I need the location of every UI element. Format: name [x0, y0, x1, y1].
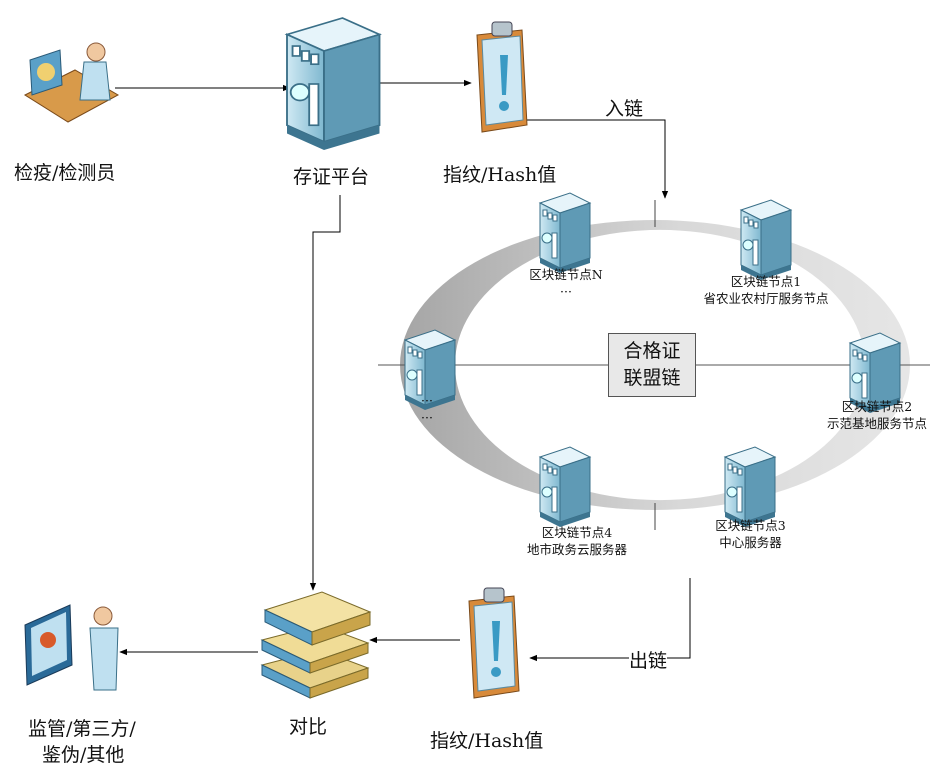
arrow-off-chain: [529, 578, 691, 662]
clipboard-hash-in-icon: [476, 21, 528, 133]
inspector-icon: [23, 42, 120, 123]
inspector-label: 检疫/检测员: [14, 162, 116, 184]
compare-label: 对比: [289, 716, 328, 738]
regulator-label: 监管/第三方/ 鉴伪/其他: [28, 718, 136, 766]
node-4-server-icon: [539, 446, 591, 528]
node-n-server-icon: [539, 192, 591, 274]
arrow-platform-to-compare: [309, 195, 341, 591]
on-chain-label: 入链: [605, 98, 644, 120]
off-chain-label: 出链: [629, 646, 668, 673]
node-3-server-icon: [724, 446, 776, 528]
regulator-icon: [24, 604, 119, 691]
hash-in-label: 指纹/Hash值: [443, 164, 557, 186]
node-more-label: ······: [421, 393, 433, 425]
node-1-server-icon: [740, 199, 792, 281]
consortium-chain-box: 合格证 联盟链: [608, 333, 696, 397]
platform-label: 存证平台: [293, 166, 370, 188]
node-n-label: 区块链节点N···: [529, 267, 603, 299]
clipboard-hash-out-icon: [468, 587, 520, 699]
compare-books-icon: [260, 591, 372, 699]
arrow-on-chain: [525, 119, 669, 199]
platform-server-icon: [286, 17, 381, 151]
hash-out-label: 指纹/Hash值: [430, 730, 544, 752]
